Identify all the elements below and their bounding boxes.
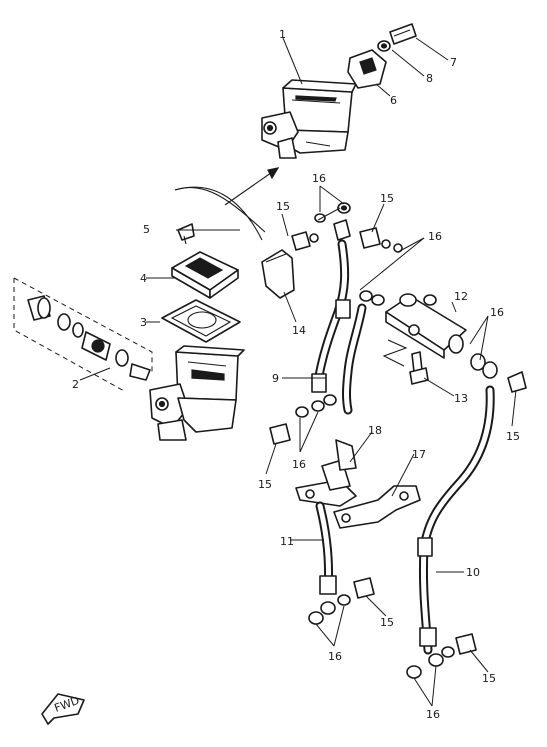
callout-15-bottom-right: 15: [482, 672, 496, 685]
callout-15-upper-left: 15: [276, 200, 290, 213]
hose-bracket-18: [295, 439, 357, 507]
leader-lines: [79, 37, 517, 707]
hose-bracket-17: [333, 485, 421, 529]
callout-15-right: 15: [506, 430, 520, 443]
callout-5: 5: [143, 223, 150, 236]
callout-6: 6: [390, 94, 397, 107]
callout-8: 8: [426, 72, 433, 85]
callout-11: 11: [280, 535, 294, 548]
callout-7: 7: [450, 56, 457, 69]
callout-1: 1: [279, 28, 286, 41]
callout-16-upper-right: 16: [428, 230, 442, 243]
callout-3: 3: [140, 316, 147, 329]
holder-washer: [377, 40, 391, 52]
upper-gaskets: [314, 202, 351, 241]
brake-hose-9: [311, 239, 351, 393]
callout-10: 10: [466, 566, 480, 579]
brake-hose-10: [406, 385, 495, 679]
brake-hose-upper-b: [342, 290, 385, 415]
union-bolt-upper-right: [359, 227, 403, 253]
brake-joint: [382, 293, 467, 367]
joint-bolt: [409, 351, 429, 385]
assembly-arrow: [174, 167, 280, 241]
callout-17: 17: [412, 448, 426, 461]
callout-14: 14: [292, 324, 306, 337]
callout-15-upper-right: 15: [380, 192, 394, 205]
callout-16-bottom-right: 16: [426, 708, 440, 721]
callout-4: 4: [140, 272, 147, 285]
lower-left-fittings: [269, 394, 337, 445]
callout-16-top: 16: [312, 172, 326, 185]
cover-screw: [177, 223, 195, 245]
callout-13: 13: [454, 392, 468, 405]
callout-9: 9: [272, 372, 279, 385]
callout-18: 18: [368, 424, 382, 437]
callout-15-bottom-mid: 15: [380, 616, 394, 629]
forward-direction-marker: FWD: [41, 693, 85, 725]
joint-right-fittings: [470, 353, 527, 393]
callout-15-lower-left: 15: [258, 478, 272, 491]
callout-16-joint-right: 16: [490, 306, 504, 319]
union-bolt-upper-left: [291, 231, 319, 251]
diaphragm: [161, 299, 241, 343]
callout-16-lower-left: 16: [292, 458, 306, 471]
callout-labels: 1 5 4 3 2 7 8 6 9 10 11 12 13 14 15 15 1…: [72, 28, 520, 721]
master-cylinder-assembly-top: [261, 79, 357, 159]
callout-12: 12: [454, 290, 468, 303]
brake-hose-11: [308, 501, 375, 625]
holder-clamp: [347, 49, 387, 89]
callout-2: 2: [72, 378, 79, 391]
master-cylinder-body-lower: [149, 345, 245, 441]
hose-boot: [261, 249, 295, 299]
holder-bolt: [389, 23, 417, 45]
piston-kit: [13, 277, 153, 393]
callout-16-bottom-mid: 16: [328, 650, 342, 663]
reservoir-cover: [171, 251, 239, 299]
